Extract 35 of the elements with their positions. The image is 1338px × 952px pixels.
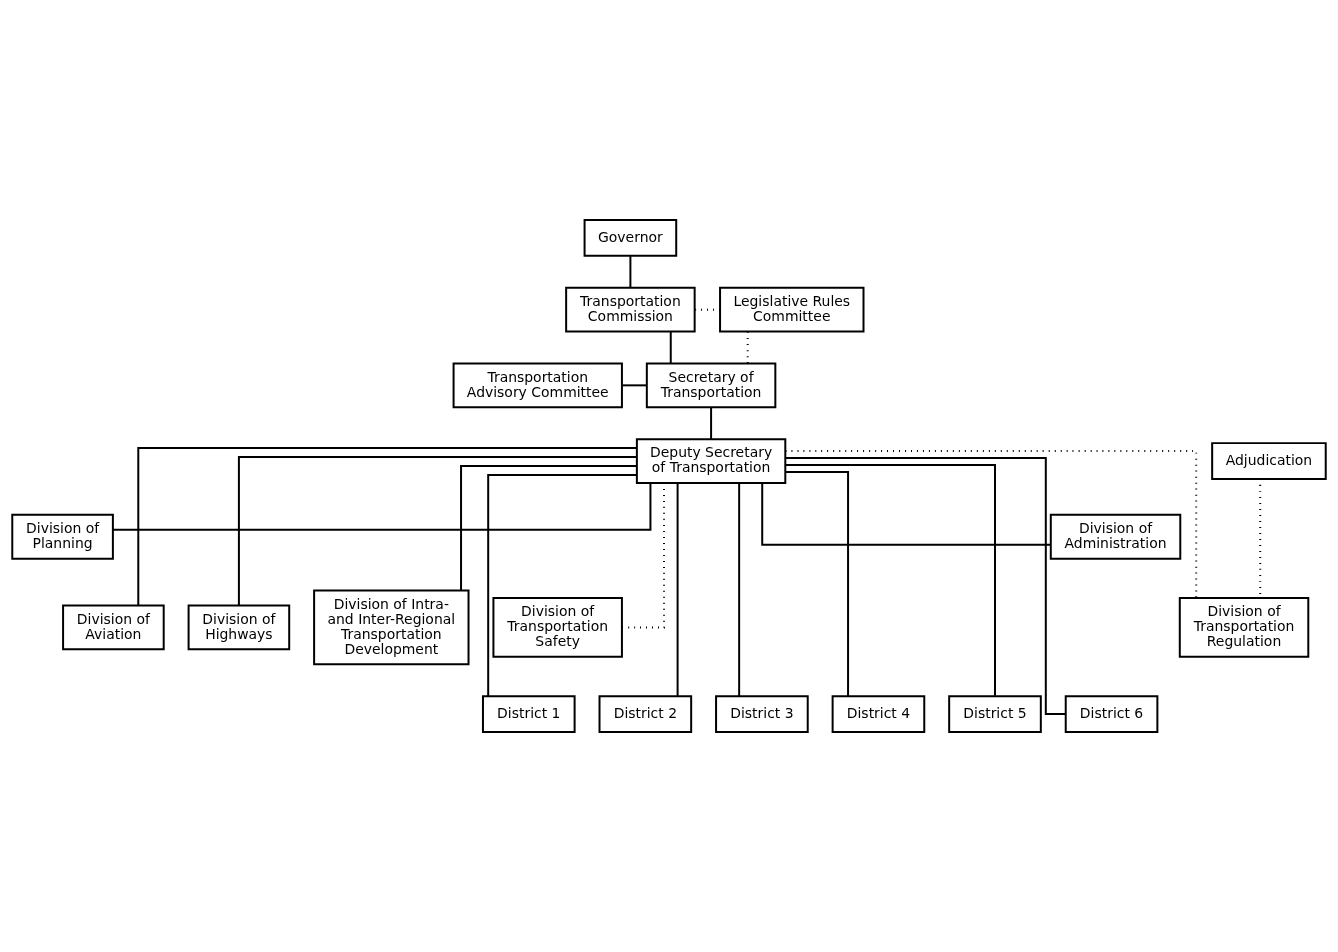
connector [784,471,850,697]
node-box: Adjudication [1211,442,1327,480]
connector [487,474,638,698]
node-box: District 4 [831,695,926,733]
connector [621,384,648,387]
node-box: District 5 [948,695,1042,733]
node-box: Division of Aviation [62,604,165,651]
node-box: Governor [583,219,678,257]
connector [629,255,632,289]
node-box: Division of Administration [1049,513,1182,560]
connector [784,464,996,697]
connector [784,450,1198,599]
node-box: Division of Transportation Safety [492,597,623,658]
connector [669,330,672,365]
connector [237,456,638,607]
node-box: District 6 [1064,695,1159,733]
connector [676,482,679,698]
node-box: District 3 [715,695,809,733]
node-box: Division of Planning [11,513,114,560]
node-box: Division of Transportation Regulation [1178,597,1310,658]
node-box: Transportation Advisory Committee [452,362,623,409]
connector [761,482,1052,546]
connector [460,465,638,592]
connector [111,482,652,531]
node-box: District 1 [481,695,576,733]
node-box: Division of Highways [187,604,291,651]
connector [137,447,638,607]
node-box: Secretary of Transportation [645,362,777,409]
node-box: Transportation Commission [565,286,696,333]
node-box: Legislative Rules Committee [719,286,865,333]
node-box: Division of Intra- and Inter-Regional Transportation Development [313,589,470,666]
node-box: District 2 [598,695,693,733]
connector [738,482,741,698]
connector [710,406,713,440]
node-box: Deputy Secretary of Transportation [635,438,787,484]
